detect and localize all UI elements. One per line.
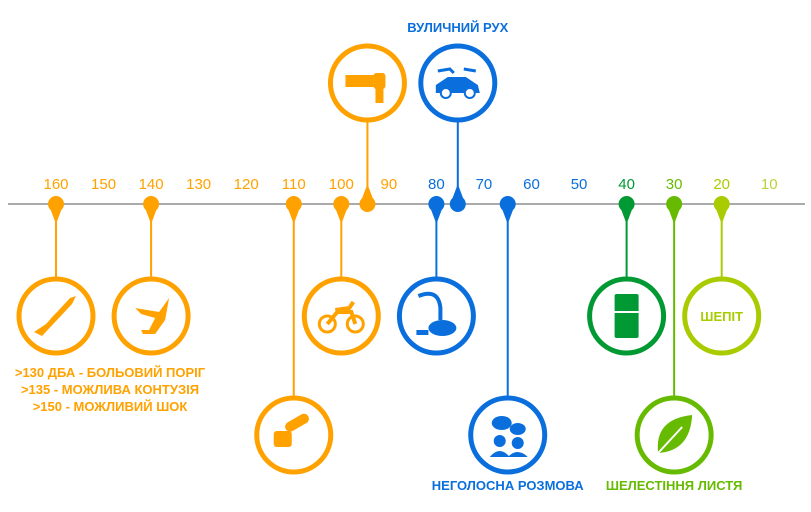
marker-motorcycle (301, 196, 381, 356)
pain-threshold-notes: >130 ДБА - БОЛЬОВИЙ ПОРІГ >135 - МОЖЛИВА… (10, 364, 210, 415)
chainsaw-icon (273, 413, 309, 447)
axis-tick-label: 150 (91, 176, 116, 193)
marker-chainsaw (254, 196, 334, 475)
scale-pin-tip (145, 208, 158, 224)
axis-tick-label: 90 (381, 176, 398, 193)
scale-pin-tip (287, 208, 300, 224)
icon-circle (396, 276, 476, 356)
axis-tick-label: 140 (139, 176, 164, 193)
marker-drill (327, 43, 407, 212)
note-line: >135 - МОЖЛИВА КОНТУЗІЯ (20, 382, 200, 397)
icon-circle (682, 276, 762, 356)
icon-circle (468, 395, 548, 475)
marker-vacuum (396, 196, 476, 356)
icon-circle (254, 395, 334, 475)
jet-icon (135, 298, 170, 334)
axis-tick-label: 130 (186, 176, 211, 193)
scale-pin-tip (361, 184, 374, 200)
shotgun-icon (34, 296, 76, 336)
marker-jet (111, 196, 191, 356)
scale-pin-tip (668, 208, 681, 224)
whisper-label: ШЕПІТ (700, 309, 743, 324)
axis-tick-label: 60 (523, 176, 540, 193)
marker-leaf: ШЕЛЕСТІННЯ ЛИСТЯ (606, 196, 743, 493)
marker-whisper: ШЕПІТ (682, 196, 762, 356)
icon-circle (301, 276, 381, 356)
scale-pin-tip (50, 208, 62, 224)
marker-shotgun (16, 196, 96, 356)
axis-tick-label: 40 (618, 176, 635, 193)
axis-tick-label: 20 (713, 176, 730, 193)
marker-label: НЕГОЛОСНА РОЗМОВА (432, 478, 584, 493)
note-line: >130 ДБА - БОЛЬОВИЙ ПОРІГ (14, 365, 206, 380)
conversation-icon (489, 416, 528, 457)
drill-icon (345, 73, 386, 103)
axis-tick-label: 120 (234, 176, 259, 193)
scale-pin-tip (451, 184, 464, 200)
axis-tick-label: 30 (666, 176, 683, 193)
axis-tick-label: 50 (571, 176, 588, 193)
marker-car: ВУЛИЧНИЙ РУХ (407, 20, 509, 212)
scale-pin-tip (430, 208, 443, 224)
leaf-icon (657, 415, 693, 454)
car-icon (435, 67, 480, 99)
axis-tick-label: 10 (761, 176, 778, 193)
axis-tick-label: 160 (43, 176, 68, 193)
scale-pin-tip (620, 208, 633, 224)
motorcycle-icon (317, 300, 365, 334)
scale-pin-tip (501, 208, 514, 224)
note-line: >150 - МОЖЛИВИЙ ШОК (32, 399, 188, 414)
marker-fridge (587, 196, 667, 356)
marker-conversation: НЕГОЛОСНА РОЗМОВА (432, 196, 584, 493)
axis-tick-label: 80 (428, 176, 445, 193)
marker-label: ШЕЛЕСТІННЯ ЛИСТЯ (606, 478, 743, 493)
fridge-icon (614, 294, 639, 338)
scale-pin-tip (715, 208, 728, 224)
axis-tick-label: 100 (329, 176, 354, 193)
marker-label: ВУЛИЧНИЙ РУХ (407, 20, 508, 35)
vacuum-icon (416, 291, 457, 336)
axis-tick-label: 110 (282, 176, 306, 193)
axis-tick-label: 70 (476, 176, 493, 193)
scale-pin-tip (335, 208, 348, 224)
